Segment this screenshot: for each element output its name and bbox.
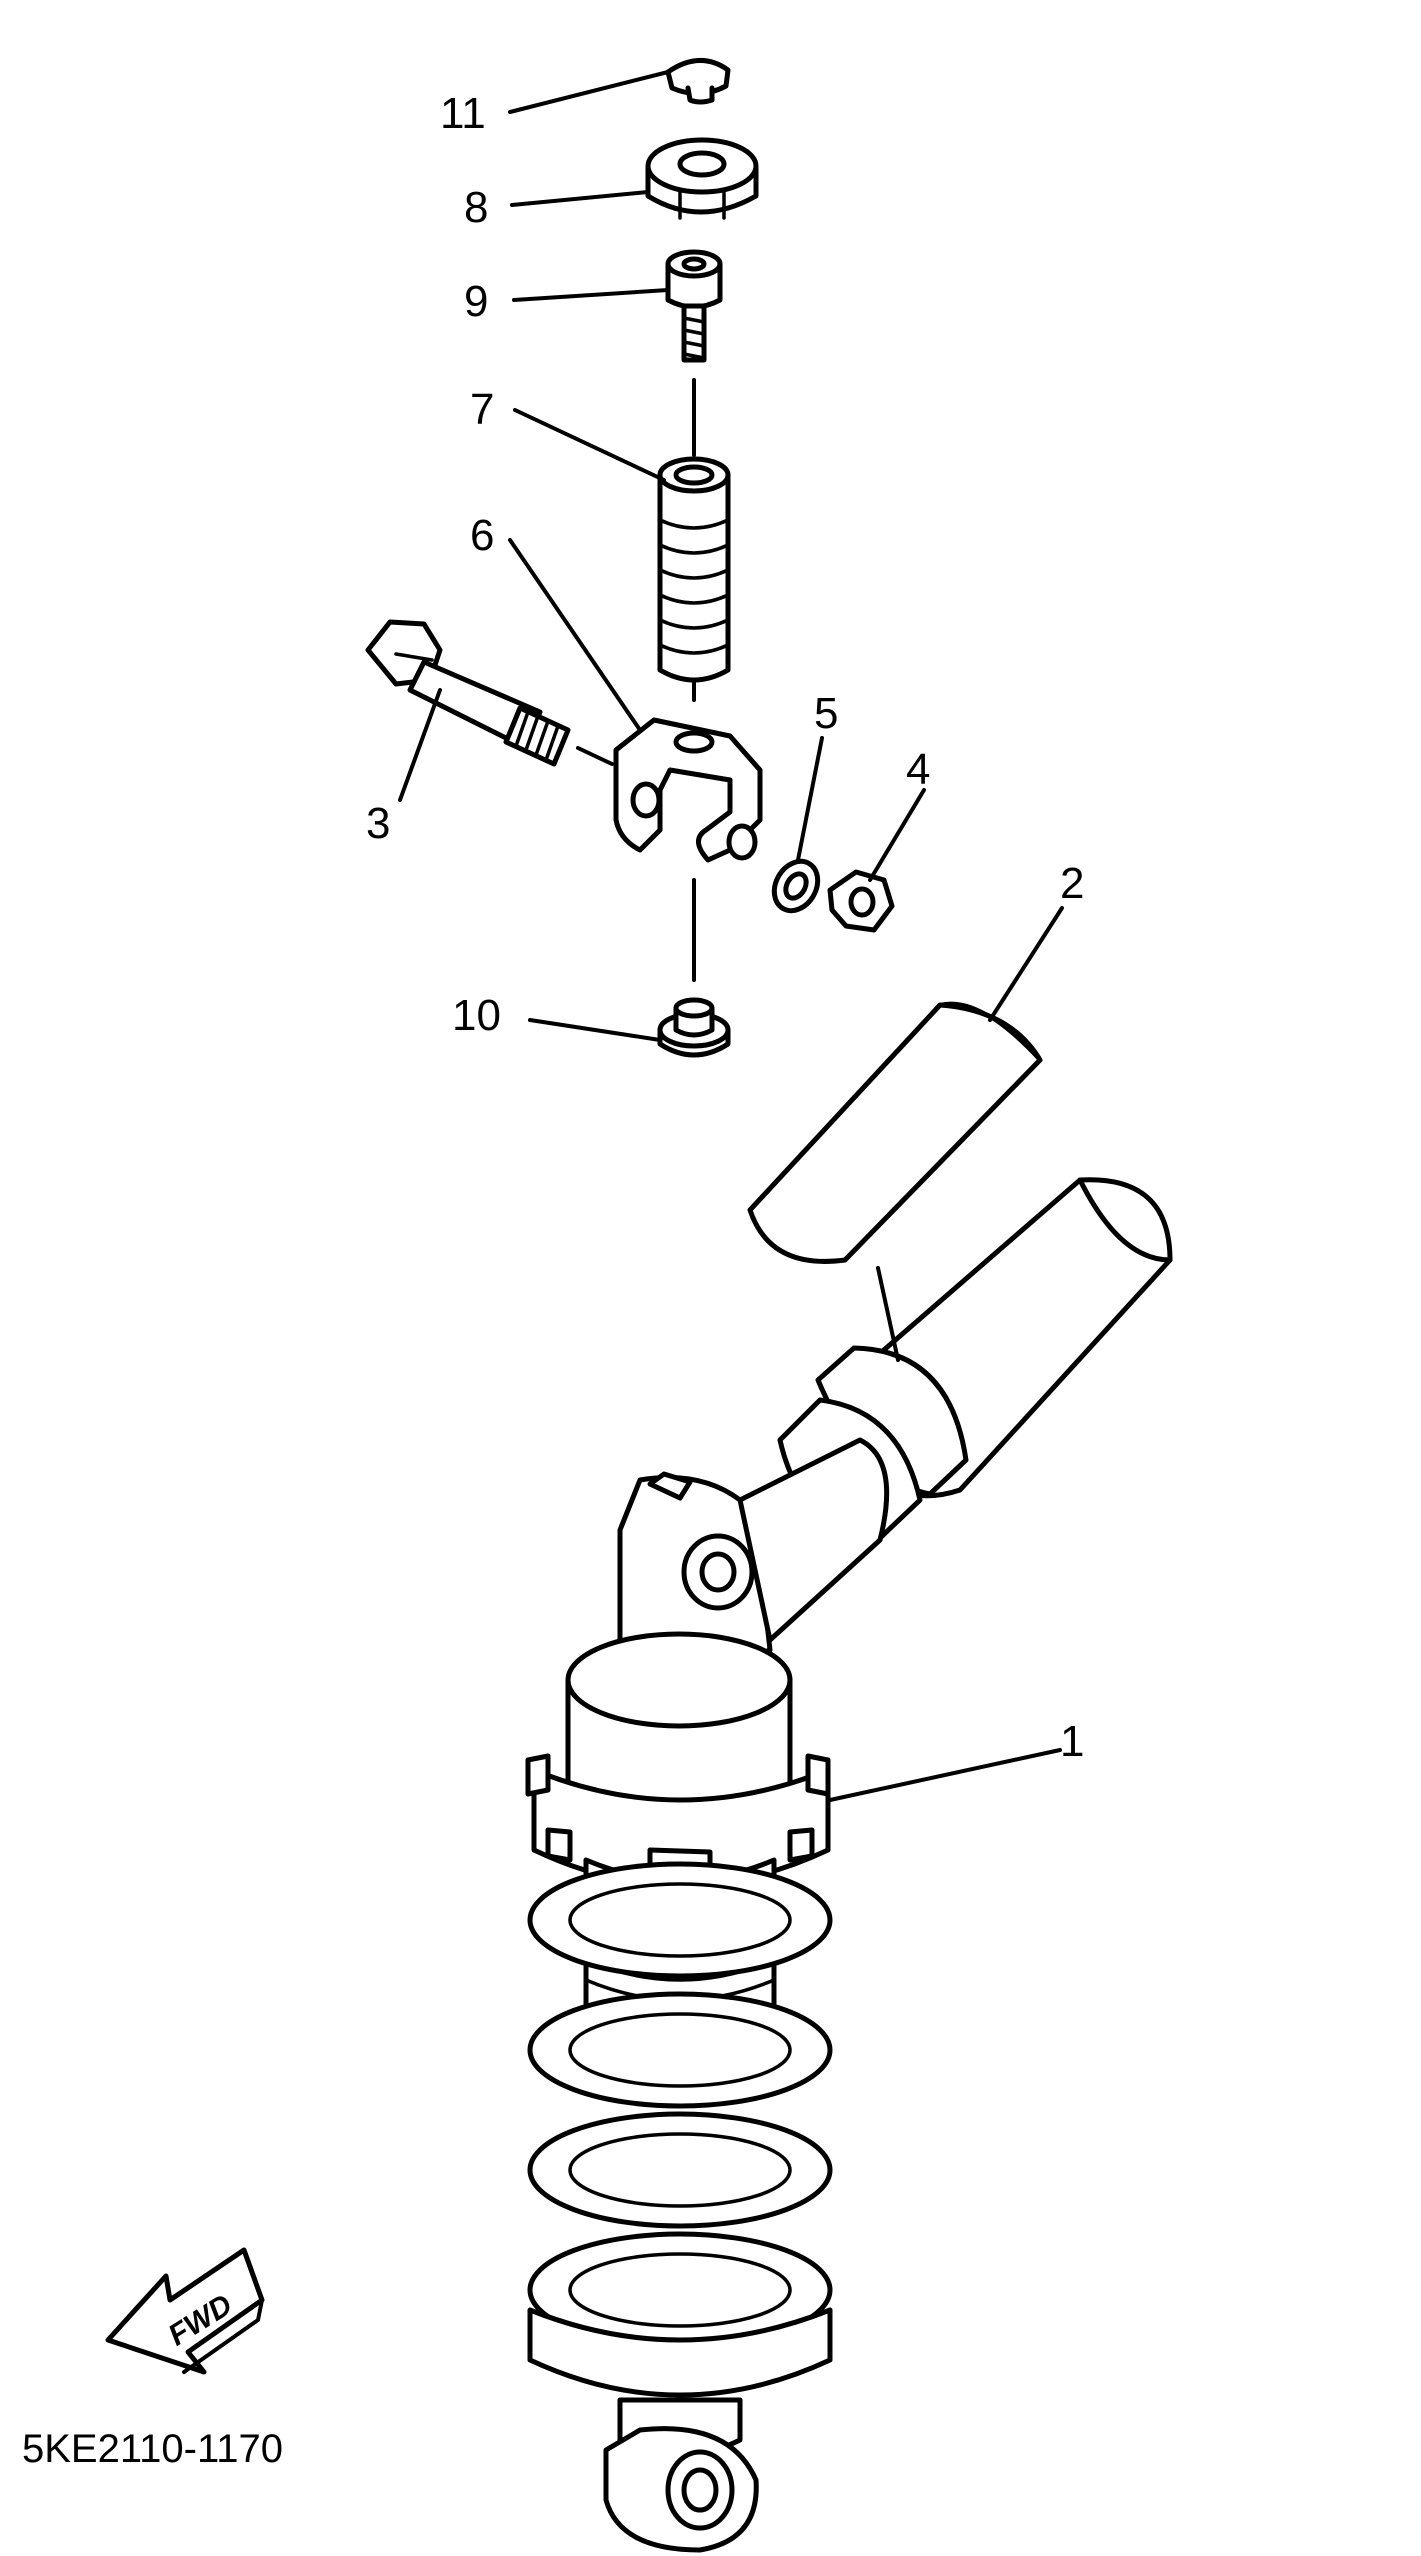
callout-labels: 11 8 9 7 6 3 5 4 2 10 1 bbox=[366, 89, 1084, 1766]
part-4-nut bbox=[827, 869, 895, 933]
callout-9: 9 bbox=[464, 277, 488, 326]
part-code: 5KE2110-1170 bbox=[22, 2427, 283, 2471]
callout-5: 5 bbox=[814, 689, 838, 738]
part-5-washer bbox=[771, 858, 821, 914]
part-10-bushing bbox=[657, 997, 731, 1058]
forward-direction-arrow: FWD bbox=[105, 2247, 265, 2375]
leader-lines bbox=[398, 70, 1064, 1802]
callout-10: 10 bbox=[452, 991, 501, 1040]
callout-2: 2 bbox=[1060, 859, 1084, 908]
part-8-nut bbox=[645, 137, 759, 220]
callout-7: 7 bbox=[470, 385, 494, 434]
callout-8: 8 bbox=[464, 183, 488, 232]
part-1-shock-absorber bbox=[525, 1177, 1173, 2553]
callout-11: 11 bbox=[440, 89, 486, 138]
part-11-cap bbox=[665, 58, 731, 105]
part-6-bracket bbox=[613, 717, 763, 863]
callout-6: 6 bbox=[470, 511, 494, 560]
callout-3: 3 bbox=[366, 799, 390, 848]
callout-1: 1 bbox=[1060, 1717, 1084, 1766]
part-7-threaded-sleeve bbox=[657, 456, 731, 683]
part-9-bolt bbox=[665, 249, 723, 363]
callout-4: 4 bbox=[906, 745, 930, 794]
part-3-bolt bbox=[365, 619, 614, 767]
part-2-cover bbox=[747, 1001, 1043, 1264]
